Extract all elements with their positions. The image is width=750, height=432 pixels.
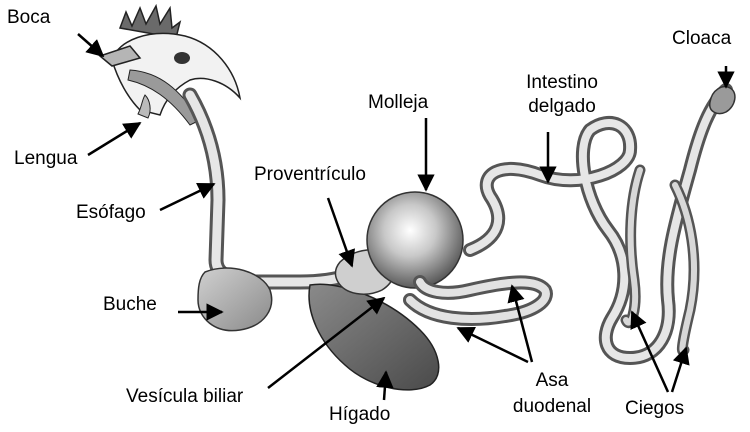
label-cloaca: Cloaca bbox=[672, 28, 731, 50]
label-asa-line1: Asa bbox=[495, 370, 609, 392]
label-ciegos: Ciegos bbox=[625, 398, 684, 420]
cloaca-shape bbox=[710, 87, 735, 114]
label-intestino-line1: Intestino bbox=[510, 72, 614, 94]
label-boca: Boca bbox=[7, 7, 50, 29]
label-esofago: Esófago bbox=[76, 202, 146, 224]
label-intestino-line2: delgado bbox=[510, 96, 614, 118]
arrow-lengua bbox=[88, 123, 140, 155]
label-higado: Hígado bbox=[329, 404, 390, 426]
label-lengua: Lengua bbox=[14, 148, 77, 170]
arrow-proventriculo bbox=[328, 198, 352, 266]
label-proventriculo: Proventrículo bbox=[254, 164, 366, 186]
label-vesicula: Vesícula biliar bbox=[126, 386, 243, 408]
arrow-esofago bbox=[160, 184, 214, 210]
arrow-boca bbox=[78, 34, 103, 56]
gizzard-shape bbox=[367, 192, 463, 288]
label-buche: Buche bbox=[103, 294, 157, 316]
label-molleja: Molleja bbox=[368, 92, 428, 114]
arrow-asa-1 bbox=[458, 328, 528, 362]
chicken-head bbox=[100, 6, 240, 125]
label-asa-line2: duodenal bbox=[495, 396, 609, 418]
arrow-asa-2 bbox=[512, 286, 532, 362]
